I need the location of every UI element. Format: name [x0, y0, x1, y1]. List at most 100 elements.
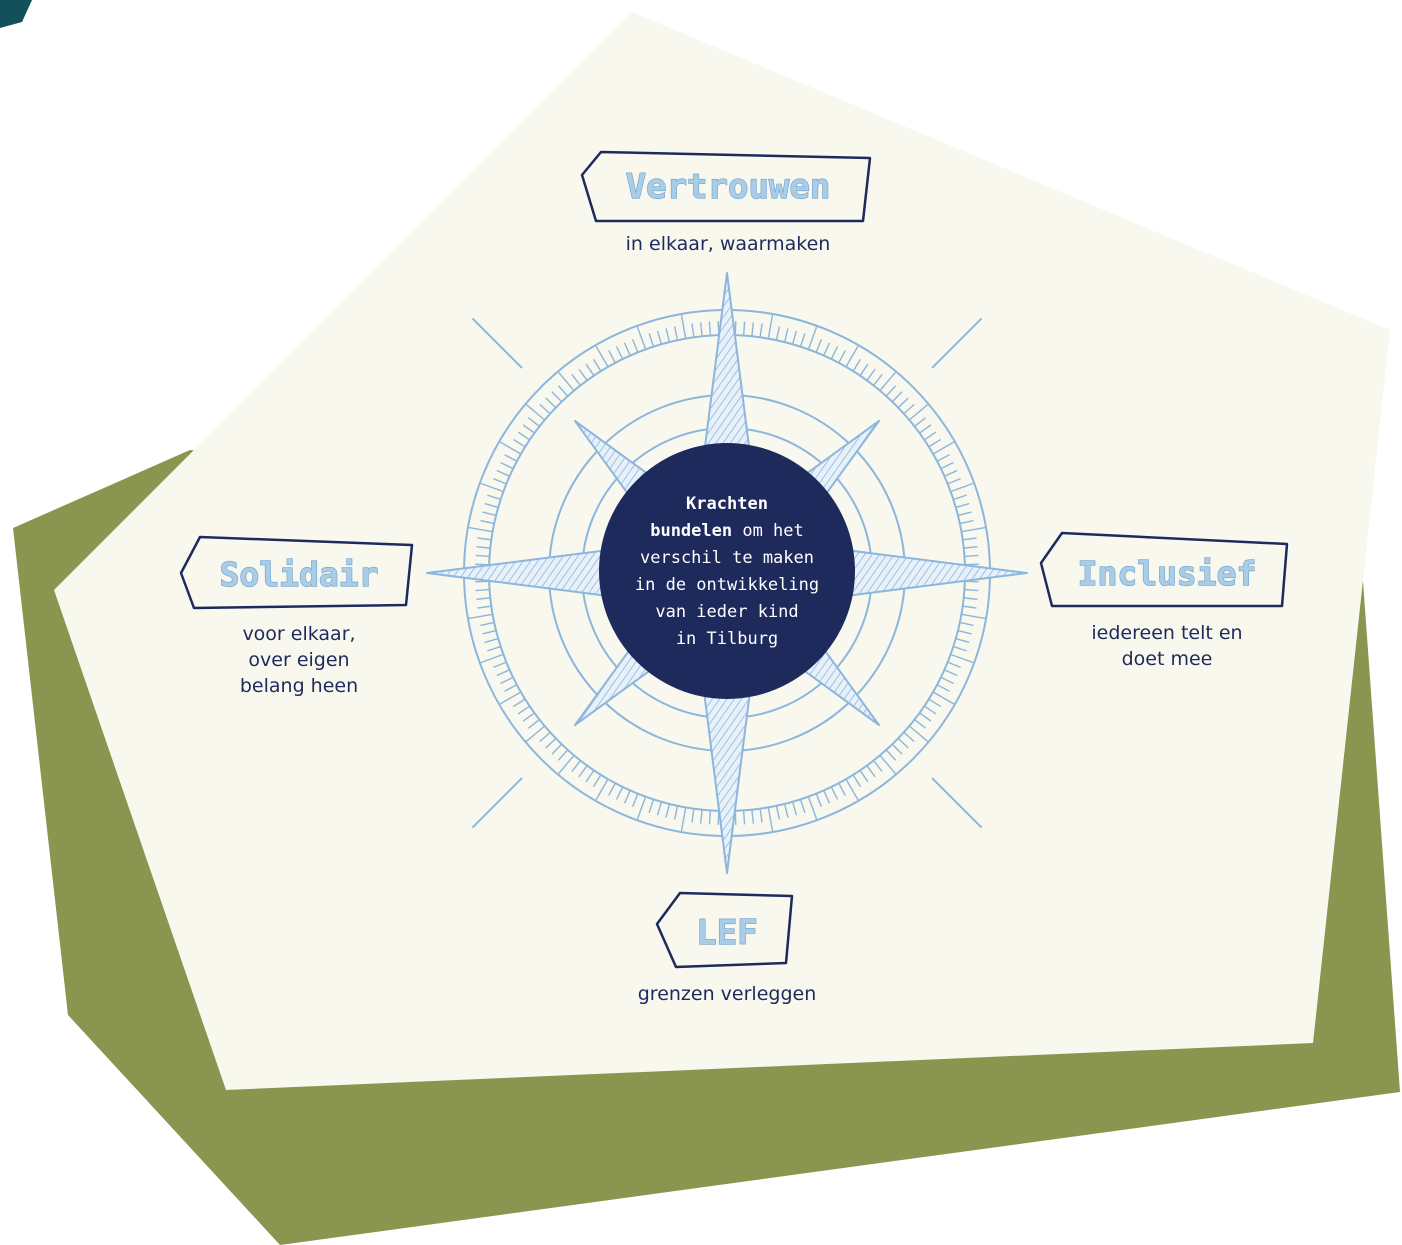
compass-tick — [799, 799, 806, 813]
compass-tick — [959, 621, 974, 627]
compass-tick — [482, 629, 497, 635]
compass-tick — [751, 809, 755, 824]
compass-tick — [859, 769, 869, 783]
compass-tick — [751, 322, 755, 337]
compass-tick — [928, 438, 942, 448]
compass-tick — [504, 454, 518, 462]
compass-tick — [963, 545, 978, 549]
compass-tick — [923, 705, 937, 715]
compass-tick — [480, 621, 495, 627]
compass-tick — [914, 718, 927, 729]
compass-tick — [476, 545, 491, 549]
compass-tick — [955, 637, 970, 644]
inclusief-desc-1: iedereen telt en — [1091, 622, 1242, 644]
compass-tick — [759, 808, 763, 823]
center-line-5: van ieder kind — [655, 602, 798, 622]
compass-tick — [953, 494, 967, 501]
compass-tick — [608, 350, 616, 364]
compass-tick — [477, 605, 492, 609]
value-inclusief: Inclusief iedereen telt en doet mee — [1039, 531, 1289, 670]
compass-tick — [932, 441, 955, 455]
compass-tick — [475, 554, 490, 558]
compass-tick — [742, 810, 746, 825]
compass-tick — [830, 346, 839, 360]
compass-tick — [522, 424, 535, 434]
compass-tick — [691, 323, 695, 338]
compass-tick — [838, 350, 846, 364]
compass-tick — [908, 404, 929, 421]
vertrouwen-desc-1: in elkaar, waarmaken — [626, 233, 831, 255]
compass-tick — [783, 803, 789, 818]
compass-tick — [940, 676, 954, 685]
compass-tick — [950, 653, 974, 664]
compass-tick — [936, 684, 950, 692]
compass-rose — [426, 272, 1028, 874]
compass-tick — [830, 786, 839, 800]
compass-tick — [872, 760, 883, 773]
compass-tick — [480, 519, 495, 525]
compass-tick — [615, 786, 624, 800]
compass-tick — [940, 461, 954, 470]
compass-tick — [631, 793, 639, 807]
compass-tick — [476, 597, 491, 601]
corner-accent-shape — [0, 0, 32, 28]
lef-badge — [655, 891, 794, 969]
compass-tick — [487, 645, 501, 652]
compass-tick — [923, 431, 937, 441]
compass-tick — [845, 778, 859, 801]
compass-tick — [648, 799, 655, 813]
compass-tick — [595, 778, 609, 801]
compass-tick — [823, 790, 831, 804]
diagonal-line — [931, 317, 983, 369]
compass-tick — [964, 554, 979, 558]
compass-tick — [815, 793, 823, 807]
lef-title: LEF — [696, 913, 757, 953]
compass-tick — [484, 637, 499, 644]
compass-tick — [962, 605, 977, 609]
compass-tick — [595, 345, 609, 368]
compass-tick — [499, 441, 522, 455]
solidair-desc-2: over eigen — [248, 649, 349, 671]
compass-tick — [680, 807, 687, 832]
value-solidair: Solidair voor elkaar, over eigen belang … — [179, 535, 414, 697]
inclusief-title: Inclusief — [1078, 554, 1257, 593]
compass-tick — [962, 537, 977, 541]
value-vertrouwen: Vertrouwen in elkaar, waarmaken — [580, 150, 872, 255]
compass-tick — [947, 661, 961, 669]
compass-tick — [551, 743, 563, 755]
lef-desc-1: grenzen verleggen — [638, 983, 817, 1005]
center-line-3: verschil te maken — [640, 548, 814, 568]
center-line-6: in Tilburg — [676, 629, 778, 649]
compass-tick — [815, 339, 823, 353]
compass-tick — [691, 808, 695, 823]
compass-tick — [477, 537, 492, 541]
compass-tick — [636, 326, 647, 350]
compass-tick — [592, 774, 602, 788]
compass-tick — [480, 653, 504, 664]
compass-tick — [500, 676, 514, 685]
center-line-2-rest: om het — [732, 521, 804, 541]
compass-tick — [500, 461, 514, 470]
compass-tick — [919, 712, 932, 722]
compass-tick — [708, 321, 712, 336]
vertrouwen-title: Vertrouwen — [626, 167, 831, 207]
compass-tick — [708, 810, 712, 825]
compass-tick — [852, 358, 862, 372]
compass-tick — [699, 809, 703, 824]
compass-tick — [557, 749, 569, 761]
compass-tick — [955, 502, 970, 509]
compass-tick — [947, 477, 961, 485]
inclusief-desc-2: doet mee — [1122, 648, 1213, 670]
compass-tick — [480, 482, 504, 493]
compass-tick — [944, 669, 958, 677]
compass-tick — [623, 342, 631, 356]
center-statement: Krachten bundelen om het verschil te mak… — [635, 494, 819, 649]
compass-tick — [517, 431, 531, 441]
solidair-title: Solidair — [220, 555, 379, 594]
compass-tick — [578, 368, 588, 381]
compass-tick — [959, 519, 974, 525]
compass-tick — [527, 417, 540, 428]
compass-tick — [699, 322, 703, 337]
compass-tick — [799, 333, 806, 347]
